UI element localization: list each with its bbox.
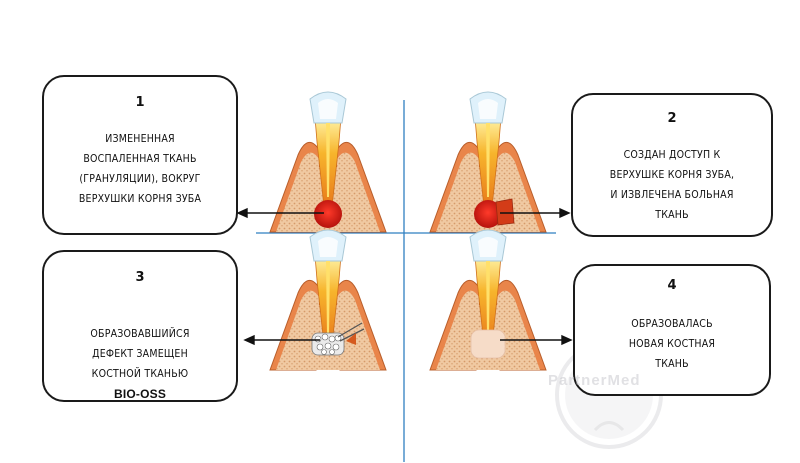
new-bone-icon xyxy=(470,329,506,359)
tooth-illustration-1 xyxy=(269,91,387,233)
step-number: 2 xyxy=(667,111,677,126)
step-box-2: 2 СОЗДАН ДОСТУП К ВЕРХУШКЕ КОРНЯ ЗУБА, И… xyxy=(571,93,773,237)
connector-arrows xyxy=(236,207,573,346)
step-description: СОЗДАН ДОСТУП К ВЕРХУШКЕ КОРНЯ ЗУБА, И И… xyxy=(609,149,735,221)
tooth-illustration-4 xyxy=(429,229,547,371)
tooth-illustration-3 xyxy=(269,229,387,371)
step-box-3: 3 ОБРАЗОВАВШИЙСЯ ДЕФЕКТ ЗАМЕЩЕН КОСТНОЙ … xyxy=(42,250,238,402)
quadrant-divider xyxy=(256,100,556,462)
step-number: 3 xyxy=(135,270,145,285)
step-number: 4 xyxy=(667,278,677,293)
step-description: ОБРАЗОВАЛАСЬ НОВАЯ КОСТНАЯ ТКАНЬ xyxy=(628,318,716,370)
product-name: BIO-OSS xyxy=(113,387,167,401)
step-description: ОБРАЗОВАВШИЙСЯ ДЕФЕКТ ЗАМЕЩЕН КОСТНОЙ ТК… xyxy=(50,304,230,424)
step-description: ИЗМЕНЕННАЯ ВОСПАЛЕННАЯ ТКАНЬ (ГРАНУЛЯЦИИ… xyxy=(78,133,202,205)
watermark-text: PartnerMed xyxy=(548,372,641,389)
instrument-icon xyxy=(337,322,365,342)
step-box-4: 4 ОБРАЗОВАЛАСЬ НОВАЯ КОСТНАЯ ТКАНЬ xyxy=(573,264,771,396)
tooth-illustration-2 xyxy=(429,91,547,233)
inflammation-icon xyxy=(314,200,342,228)
step-box-1: 1 ИЗМЕНЕННАЯ ВОСПАЛЕННАЯ ТКАНЬ (ГРАНУЛЯЦ… xyxy=(42,75,238,235)
step-number: 1 xyxy=(135,95,145,110)
step-description-text: ОБРАЗОВАВШИЙСЯ ДЕФЕКТ ЗАМЕЩЕН КОСТНОЙ ТК… xyxy=(90,328,190,380)
